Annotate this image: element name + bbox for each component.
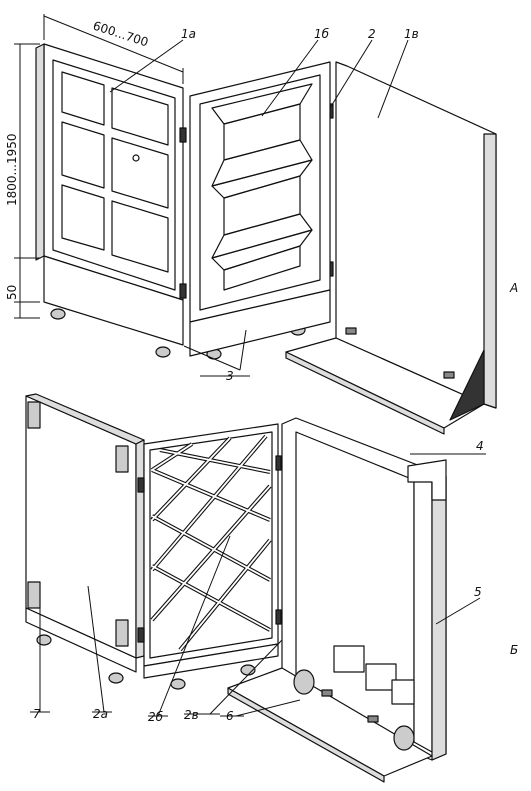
label-6: 6 [226, 709, 234, 723]
label-2v: 2в [184, 708, 199, 722]
panel-2a [25, 393, 145, 673]
label-2b: 2б [148, 710, 164, 724]
label-4: 4 [476, 439, 484, 453]
label-1v: 1в [404, 27, 419, 41]
panel-1b [189, 61, 331, 357]
panel-2b [143, 423, 279, 679]
panel-1a [35, 43, 184, 346]
panel-2v [227, 417, 447, 783]
wheels-view-b [36, 634, 256, 690]
leader-lines-b [30, 453, 486, 717]
view-a-label: А [510, 281, 519, 295]
label-1b: 1б [314, 27, 330, 41]
label-3: 3 [226, 369, 234, 383]
view-b-label: Б [510, 643, 519, 657]
label-2a: 2а [93, 707, 108, 721]
hinges-view-b [137, 455, 282, 643]
dimension-height-label: 1800...1950 [5, 133, 19, 206]
label-5: 5 [474, 585, 482, 599]
view-b-assembly [25, 393, 486, 783]
dimension-lines-a [14, 14, 184, 319]
leader-lines-a [109, 39, 409, 377]
view-a-assembly [14, 14, 497, 435]
label-2: 2 [368, 27, 376, 41]
label-1a: 1а [181, 27, 196, 41]
label-7: 7 [33, 707, 41, 721]
dimension-base-label: 50 [5, 284, 19, 300]
panel-1v [285, 61, 497, 435]
